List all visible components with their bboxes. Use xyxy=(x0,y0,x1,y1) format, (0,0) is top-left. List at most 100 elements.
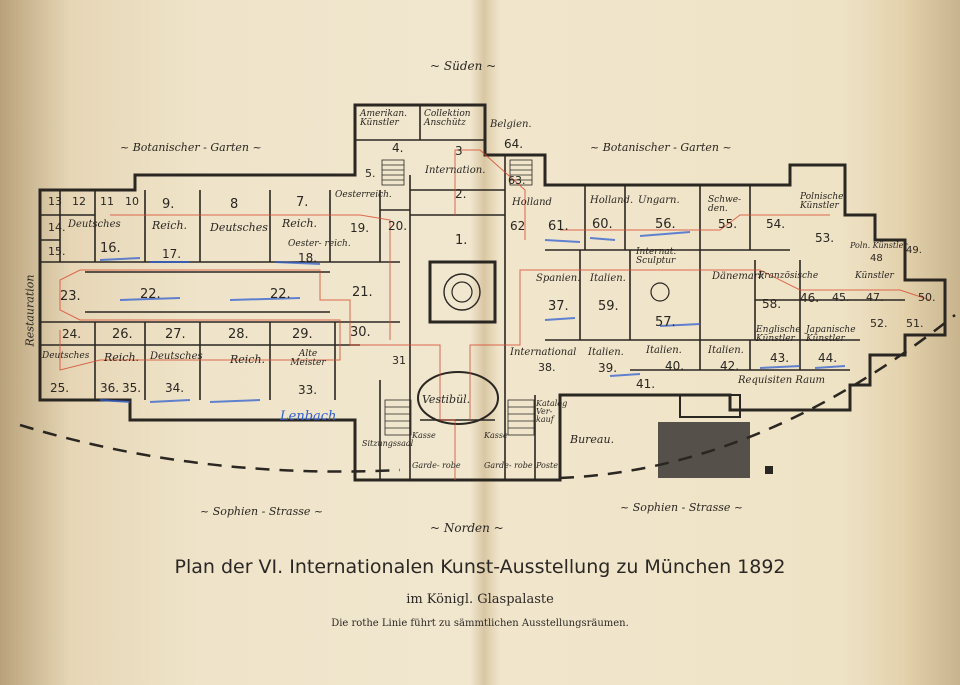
label-bureau: Bureau. xyxy=(570,433,615,446)
room-64: 64. xyxy=(504,137,524,151)
label-holland-62: Holland xyxy=(512,197,552,208)
label-polnische: Polnische Künstler xyxy=(800,192,844,211)
room-21: 21. xyxy=(352,285,373,300)
room-27: 27. xyxy=(165,327,186,342)
room-11: 11 xyxy=(100,195,114,208)
street-right-label: ~ Sophien - Strasse ~ xyxy=(620,501,744,514)
label-sitzungssaal: Sitzungssaal xyxy=(362,439,414,448)
compass-south: ~ Süden ~ xyxy=(430,59,497,73)
room-44: 44. xyxy=(818,351,838,365)
pencil-annotations xyxy=(99,231,846,403)
room-56: 56. xyxy=(655,217,676,232)
label-poln-kunst: Poln. Künstler xyxy=(850,241,908,250)
street-left-label: ~ Sophien - Strasse ~ xyxy=(200,505,324,518)
garden-left-label: ~ Botanischer - Garten ~ xyxy=(120,141,262,154)
label-englische: Englische Künstler xyxy=(756,325,801,344)
label-kuenstler-right: Künstler xyxy=(855,271,894,281)
room-41: 41. xyxy=(636,377,656,391)
building-outline xyxy=(38,103,947,482)
room-59: 59. xyxy=(598,299,619,314)
room-37: 37. xyxy=(548,299,569,314)
label-deutsches-8: Deutsches xyxy=(210,221,268,234)
label-italien-low1: Italien. xyxy=(588,347,624,358)
room-35: 35. xyxy=(122,381,142,395)
room-46: 46. xyxy=(800,291,820,305)
room-40: 40. xyxy=(665,359,685,373)
plan-title: Plan der VI. Internationalen Kunst-Ausst… xyxy=(174,556,786,578)
room-48: 48 xyxy=(870,253,883,264)
garden-right-label: ~ Botanischer - Garten ~ xyxy=(590,141,732,154)
room-15: 15. xyxy=(48,245,66,258)
label-deutsches-low: Deutsches xyxy=(42,351,90,361)
room-36: 36. xyxy=(100,381,120,395)
room-8: 8 xyxy=(230,197,239,212)
label-poste: Poste xyxy=(536,461,558,470)
outline-main xyxy=(38,103,947,482)
room-51: 51. xyxy=(906,317,924,330)
room-53: 53. xyxy=(815,231,835,245)
room-19: 19. xyxy=(350,221,370,235)
label-garderobe-right: Garde- robe xyxy=(484,461,533,470)
label-daenemark: Dänemark xyxy=(712,271,765,282)
room-38: 38. xyxy=(538,361,556,374)
room-7: 7. xyxy=(296,195,309,210)
compass-north: ~ Norden ~ xyxy=(430,521,504,535)
room-31: 31 xyxy=(392,354,406,367)
room-55: 55. xyxy=(718,217,738,231)
label-international-low: International xyxy=(510,347,577,358)
room-30: 30. xyxy=(350,325,371,340)
label-belgien: Belgien. xyxy=(490,119,532,130)
room-20: 20. xyxy=(388,219,408,233)
label-vestibuel: Vestibül. xyxy=(422,393,471,406)
label-spanien: Spanien. xyxy=(536,273,581,284)
plan-subtitle: im Königl. Glaspalaste xyxy=(406,592,554,607)
label-deutsches-12: Deutsches xyxy=(68,219,121,230)
room-57: 57. xyxy=(655,315,676,330)
room-34: 34. xyxy=(165,381,185,395)
label-amerikan: Amerikan. Künstler xyxy=(360,109,408,128)
room-63: 63. xyxy=(508,174,526,187)
room-62: 62 xyxy=(510,219,526,233)
room-24: 24. xyxy=(62,327,82,341)
room-3: 3 xyxy=(455,144,463,158)
label-garderobe-left: Garde- robe xyxy=(412,461,461,470)
label-reich-28: Reich. xyxy=(230,353,266,366)
label-katalog: Katalog Ver- kauf xyxy=(536,399,568,424)
room-9: 9. xyxy=(162,197,175,212)
room-58: 58. xyxy=(762,297,782,311)
room-10: 10 xyxy=(125,195,139,208)
plan-note: Die rothe Linie führt zu sämmtlichen Aus… xyxy=(331,618,629,629)
room-25: 25. xyxy=(50,381,70,395)
room-5: 5. xyxy=(365,167,376,180)
label-deutsches-34: Deutsches xyxy=(150,351,203,362)
room-61: 61. xyxy=(548,219,569,234)
central-court xyxy=(417,260,670,425)
label-kasse-left: Kasse xyxy=(412,431,436,440)
label-kasse-right: Kasse xyxy=(484,431,508,440)
label-oesterreich-mid: Oester- reich. xyxy=(288,239,351,249)
stairs xyxy=(381,159,535,436)
room-18: 18. xyxy=(298,251,318,265)
room-26: 26. xyxy=(112,327,133,342)
room-43: 43. xyxy=(770,351,790,365)
label-internat-sculptur: Internat. Sculptur xyxy=(636,247,677,266)
label-japanische: Japanische Künstler xyxy=(806,325,856,344)
label-reich-9: Reich. xyxy=(152,219,188,232)
room-13: 13 xyxy=(48,195,62,208)
room-28: 28. xyxy=(228,327,249,342)
room-47: 47. xyxy=(866,291,884,304)
room-33: 33. xyxy=(298,383,318,397)
room-45: 45. xyxy=(832,291,850,304)
room-29: 29. xyxy=(292,327,313,342)
restauration-label: Restauration xyxy=(23,274,37,347)
label-international-top: Internation. xyxy=(425,165,486,176)
label-franzoesische: Französische xyxy=(758,271,819,281)
room-54: 54. xyxy=(766,217,786,231)
room-12: 12 xyxy=(72,195,86,208)
label-oesterreich-top: Oesterreich. xyxy=(335,190,392,200)
room-16: 16. xyxy=(100,241,121,256)
room-60: 60. xyxy=(592,217,613,232)
handwritten-lenbach: Lenbach xyxy=(280,409,337,424)
room-22: 22. xyxy=(140,287,161,302)
